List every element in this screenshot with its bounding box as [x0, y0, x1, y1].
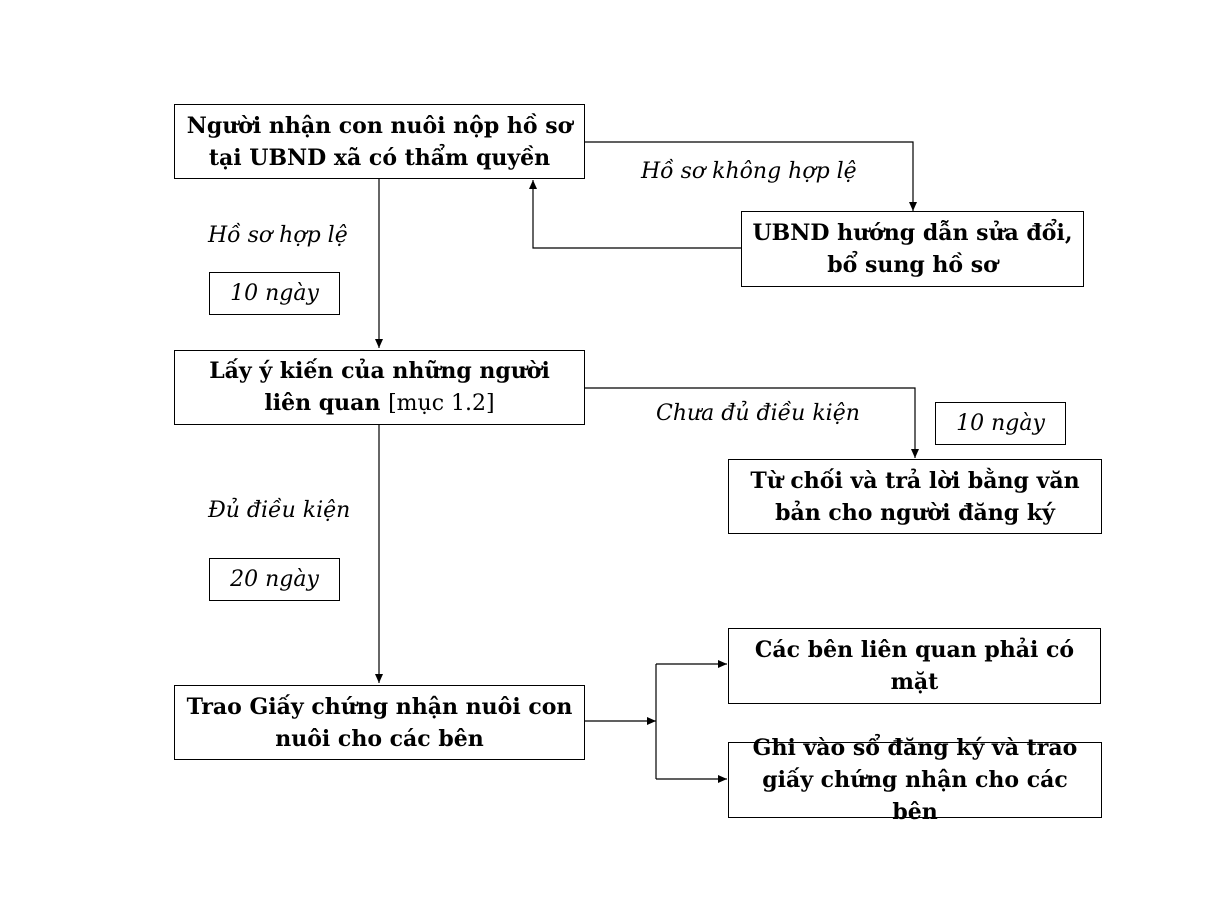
node-submit-dossier: Người nhận con nuôi nộp hồ sơ tại UBND xã…	[174, 104, 585, 179]
edge-label-invalid: Hồ sơ không hợp lệ	[641, 159, 857, 184]
node-reject-line1: Từ chối và trả lời bằng văn	[750, 467, 1080, 494]
node-consult-line2: liên quan	[264, 390, 381, 416]
node-record-line2: giấy chứng nhận cho các bên	[762, 767, 1068, 825]
arrow-guide-to-submit	[529, 180, 741, 249]
node-record-and-issue: Ghi vào sổ đăng ký và trao giấy chứng nhậ…	[728, 735, 1102, 825]
arrow-submit-to-guide	[584, 141, 917, 211]
edge-label-valid: Hồ sơ hợp lệ	[208, 223, 348, 248]
node-guide-line1: UBND hướng dẫn sửa đổi,	[752, 220, 1073, 246]
node-consult-parties: Lấy ý kiến của những người liên quan [mục…	[174, 350, 585, 425]
node-parties-present: Các bên liên quan phải có mặt	[728, 628, 1101, 704]
duration-not-eligible: 10 ngày	[935, 402, 1066, 445]
node-submit-line1: Người nhận con nuôi nộp hồ sơ	[186, 112, 573, 139]
arrow-consult-to-reject	[584, 387, 919, 458]
node-guide-amend: UBND hướng dẫn sửa đổi, bổ sung hồ sơ	[741, 211, 1084, 287]
node-present-line2: mặt	[890, 669, 939, 695]
node-record-line1: Ghi vào sổ đăng ký và trao	[752, 735, 1078, 761]
edge-label-eligible: Đủ điều kiện	[208, 498, 351, 523]
node-issue-line1: Trao Giấy chứng nhận nuôi con	[186, 693, 573, 720]
duration-eligible: 20 ngày	[209, 558, 340, 601]
node-reject-in-writing: Từ chối và trả lời bằng văn bản cho người…	[728, 459, 1102, 534]
node-issue-certificate: Trao Giấy chứng nhận nuôi con nuôi cho cá…	[174, 685, 585, 760]
node-present-line1: Các bên liên quan phải có	[754, 637, 1075, 663]
node-guide-line2: bổ sung hồ sơ	[827, 252, 998, 278]
duration-valid: 10 ngày	[209, 272, 340, 315]
node-submit-line2: tại UBND xã có thẩm quyền	[208, 144, 551, 171]
node-consult-reference: [mục 1.2]	[388, 391, 495, 416]
edge-label-not-eligible: Chưa đủ điều kiện	[656, 401, 860, 426]
node-issue-line2: nuôi cho các bên	[275, 725, 484, 752]
node-consult-line1: Lấy ý kiến của những người	[209, 358, 550, 384]
node-reject-line2: bản cho người đăng ký	[775, 499, 1055, 526]
